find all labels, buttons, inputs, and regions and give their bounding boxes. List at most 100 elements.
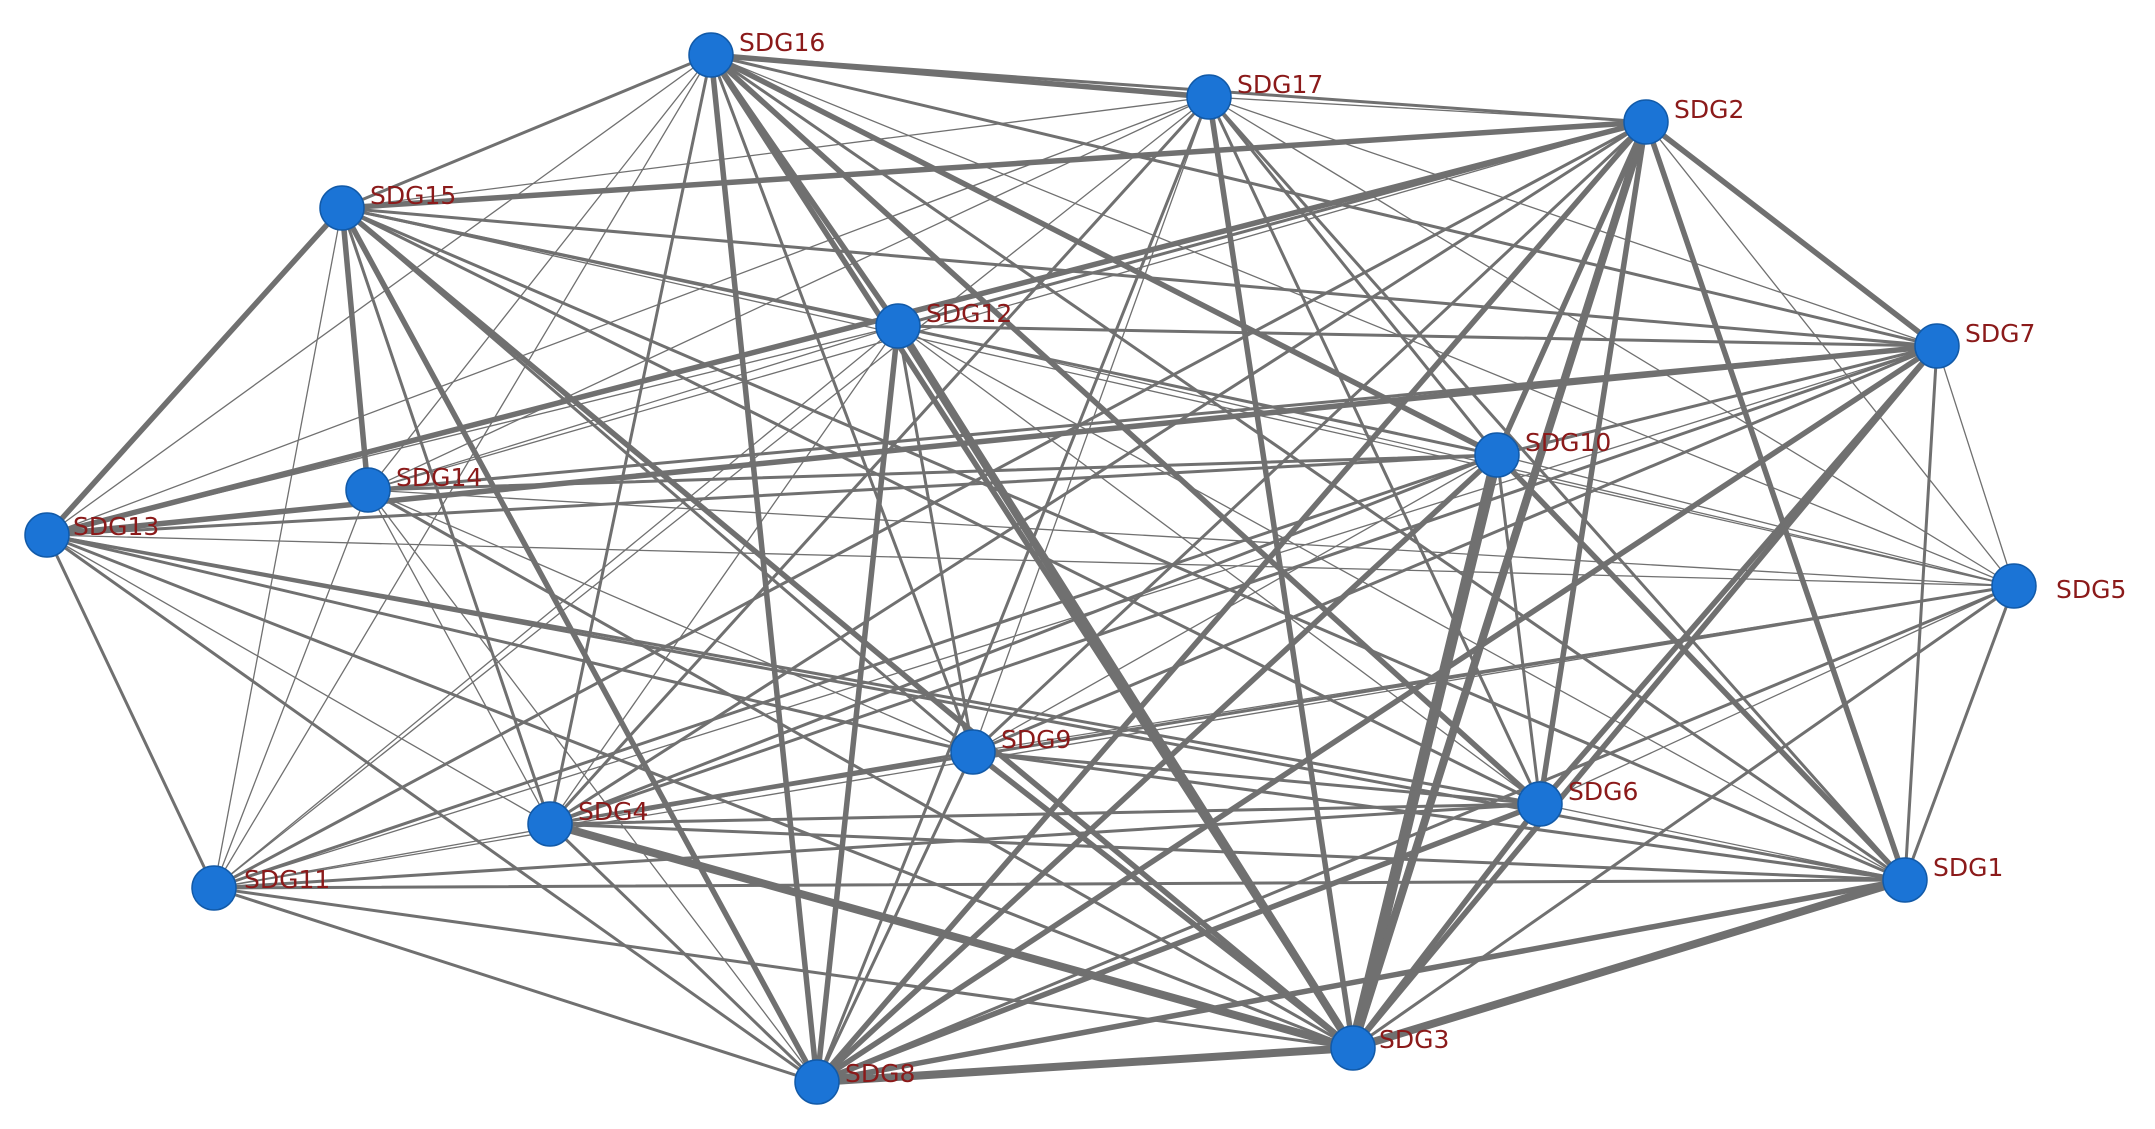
node-sdg15[interactable]: SDG15 — [319, 181, 456, 231]
node-sdg11[interactable]: SDG11 — [191, 865, 330, 911]
edge-sdg7-sdg17 — [1208, 96, 1938, 347]
edge-sdg10-sdg6 — [1495, 453, 1542, 806]
edge-sdg2-sdg9 — [971, 120, 1648, 754]
edge-sdg10-sdg14 — [366, 453, 1499, 492]
node-sdg9[interactable]: SDG9 — [950, 725, 1071, 775]
node-circle[interactable] — [24, 512, 70, 558]
edge-sdg15-sdg4 — [340, 206, 552, 826]
edge-sdg8-sdg14 — [367, 489, 818, 1083]
edge-sdg12-sdg1 — [897, 325, 1906, 881]
node-label: SDG5 — [2056, 575, 2126, 604]
edge-sdg4-sdg14 — [367, 489, 551, 825]
edge-sdg2-sdg7 — [1643, 119, 1940, 349]
edge-sdg17-sdg5 — [1208, 96, 2015, 587]
edge-sdg17-sdg9 — [972, 96, 1210, 753]
node-sdg2[interactable]: SDG2 — [1623, 95, 1744, 145]
node-label: SDG6 — [1568, 777, 1638, 806]
edge-sdg8-sdg2 — [814, 119, 1649, 1085]
edge-sdg7-sdg5 — [1936, 345, 2015, 587]
node-circle[interactable] — [319, 185, 365, 231]
edge-sdg16-sdg9 — [709, 53, 975, 754]
node-sdg12[interactable]: SDG12 — [875, 299, 1012, 349]
node-label: SDG9 — [1001, 725, 1071, 754]
edge-sdg9-sdg1 — [971, 750, 1907, 882]
node-label: SDG16 — [739, 28, 825, 57]
edge-sdg3-sdg14 — [366, 488, 1355, 1050]
node-sdg17[interactable]: SDG17 — [1186, 70, 1323, 120]
edge-sdg10-sdg9 — [972, 454, 1498, 753]
edge-sdg16-sdg11 — [213, 54, 712, 889]
node-circle[interactable] — [1330, 1025, 1376, 1071]
edge-sdg13-sdg11 — [45, 533, 216, 890]
edge-sdg15-sdg11 — [213, 207, 343, 889]
node-sdg14[interactable]: SDG14 — [345, 463, 482, 513]
edge-sdg16-sdg2 — [709, 53, 1648, 124]
edge-sdg7-sdg6 — [1537, 343, 1940, 807]
node-circle[interactable] — [345, 467, 391, 513]
edge-sdg2-sdg13 — [44, 119, 1649, 538]
edge-sdg10-sdg1 — [1494, 452, 1908, 883]
edge-sdg11-sdg9 — [213, 751, 974, 889]
edge-sdg3-sdg4 — [546, 820, 1357, 1052]
edge-sdg11-sdg14 — [213, 489, 369, 889]
node-circle[interactable] — [1517, 781, 1563, 827]
edge-sdg13-sdg1 — [45, 533, 1907, 882]
edge-sdg15-sdg12 — [340, 206, 900, 328]
node-label: SDG12 — [926, 299, 1012, 328]
node-circle[interactable] — [688, 32, 734, 78]
node-circle[interactable] — [1914, 323, 1960, 369]
node-circle[interactable] — [191, 865, 237, 911]
edge-sdg8-sdg4 — [548, 822, 819, 1084]
node-sdg6[interactable]: SDG6 — [1517, 777, 1638, 827]
edge-sdg2-sdg10 — [1494, 119, 1649, 458]
node-sdg13[interactable]: SDG13 — [24, 512, 159, 558]
node-sdg7[interactable]: SDG7 — [1914, 319, 2035, 369]
edge-sdg10-sdg17 — [1207, 95, 1499, 457]
edge-sdg17-sdg1 — [1207, 95, 1907, 882]
edge-sdg2-sdg14 — [367, 121, 1647, 491]
edge-sdg11-sdg17 — [213, 96, 1210, 889]
node-sdg10[interactable]: SDG10 — [1474, 428, 1611, 478]
edge-sdg15-sdg5 — [341, 207, 2015, 587]
edge-sdg15-sdg14 — [339, 205, 371, 493]
edge-sdg16-sdg7 — [709, 53, 1939, 348]
edge-sdg3-sdg11 — [212, 886, 1355, 1050]
edge-sdg2-sdg4 — [548, 120, 1648, 826]
node-sdg8[interactable]: SDG8 — [794, 1059, 915, 1105]
edge-sdg1-sdg6 — [1539, 803, 1906, 881]
edge-sdg13-sdg4 — [46, 534, 551, 825]
edge-sdg13-sdg12 — [46, 325, 899, 536]
edge-sdg13-sdg9 — [45, 533, 975, 754]
edge-sdg6-sdg5 — [1539, 585, 2015, 805]
node-circle[interactable] — [1623, 99, 1669, 145]
node-circle[interactable] — [527, 801, 573, 847]
edge-sdg8-sdg1 — [814, 877, 1908, 1085]
node-sdg4[interactable]: SDG4 — [527, 797, 648, 847]
node-sdg1[interactable]: SDG1 — [1882, 853, 2003, 903]
edge-sdg8-sdg13 — [45, 533, 819, 1084]
node-label: SDG8 — [845, 1059, 915, 1088]
edge-sdg8-sdg5 — [815, 584, 2016, 1084]
edge-sdg16-sdg5 — [710, 54, 2015, 587]
edge-sdg3-sdg2 — [1349, 118, 1650, 1052]
node-circle[interactable] — [1474, 432, 1520, 478]
edge-sdg11-sdg5 — [213, 585, 2015, 889]
node-circle[interactable] — [1991, 563, 2037, 609]
edge-sdg10-sdg11 — [212, 453, 1499, 890]
node-circle[interactable] — [950, 729, 996, 775]
node-circle[interactable] — [1186, 74, 1232, 120]
edge-sdg16-sdg10 — [708, 52, 1500, 458]
node-sdg3[interactable]: SDG3 — [1330, 1025, 1449, 1071]
edge-sdg8-sdg16 — [708, 52, 820, 1085]
node-circle[interactable] — [1882, 857, 1928, 903]
edge-sdg10-sdg13 — [45, 453, 1499, 537]
edge-sdg15-sdg3 — [340, 206, 1355, 1050]
node-sdg16[interactable]: SDG16 — [688, 28, 825, 78]
nodes-layer: SDG1SDG2SDG3SDG4SDG5SDG6SDG7SDG8SDG9SDG1… — [24, 28, 2126, 1105]
node-circle[interactable] — [794, 1059, 840, 1105]
node-circle[interactable] — [875, 303, 921, 349]
node-sdg5[interactable]: SDG5 — [1991, 563, 2126, 609]
edge-sdg16-sdg13 — [46, 54, 712, 536]
